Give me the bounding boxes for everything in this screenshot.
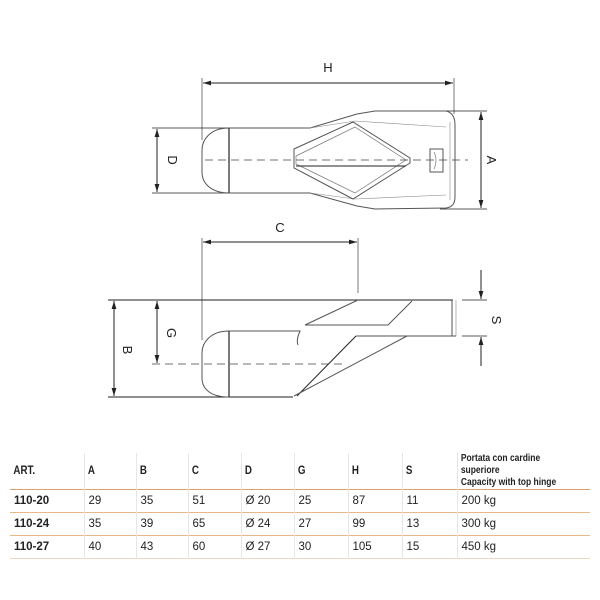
header-g: G	[293, 453, 340, 490]
label-a: A	[484, 156, 499, 165]
label-s: S	[489, 316, 504, 325]
top-view	[152, 78, 487, 210]
cell-h: 105	[347, 535, 402, 559]
dimension-labels: H D A C G B S	[120, 60, 504, 354]
cell-g: 30	[293, 535, 348, 559]
slot	[429, 148, 444, 173]
technical-drawing: H D A C G B S	[108, 60, 504, 398]
cell-c: 51	[187, 489, 241, 513]
side-view	[108, 238, 487, 398]
cell-s: 13	[401, 512, 457, 536]
cell-a: 29	[83, 489, 136, 513]
capacity-it: Portata con cardine superiore	[460, 453, 541, 476]
cell-d: Ø 24	[240, 512, 294, 536]
label-d: D	[165, 155, 180, 164]
header-d: D	[240, 453, 287, 490]
diamond-inner	[295, 126, 407, 194]
dimensions-table: ART. A B C D G H S Portata con cardine s…	[10, 453, 590, 559]
cell-art: 110-24	[14, 518, 50, 530]
cell-art: 110-27	[14, 541, 50, 553]
cell-c: 65	[187, 512, 241, 536]
header-art: ART.	[13, 465, 36, 477]
header-c: C	[187, 453, 234, 490]
cell-capacity: 450 kg	[456, 535, 590, 559]
cell-g: 25	[293, 489, 348, 513]
cell-b: 39	[135, 512, 188, 536]
cell-d: Ø 20	[240, 489, 294, 513]
label-b: B	[120, 346, 135, 355]
header-a: A	[83, 453, 129, 490]
cell-h: 99	[347, 512, 402, 536]
table-row: 110-24 35 39 65 Ø 24 27 99 13 300 kg	[10, 512, 590, 536]
cell-s: 11	[401, 489, 457, 513]
cell-s: 15	[401, 535, 457, 559]
table-header: ART. A B C D G H S Portata con cardine s…	[10, 453, 590, 490]
label-c: C	[275, 220, 284, 235]
header-b: B	[135, 453, 181, 490]
cell-d: Ø 27	[240, 535, 294, 559]
cell-capacity: 300 kg	[456, 512, 590, 536]
cell-c: 60	[187, 535, 241, 559]
cell-art: 110-20	[14, 495, 50, 507]
label-g: G	[164, 328, 179, 338]
cell-capacity: 200 kg	[456, 489, 590, 513]
cell-b: 43	[135, 535, 188, 559]
hinge-body-outline	[229, 110, 456, 210]
cell-a: 35	[83, 512, 136, 536]
pin-cap	[201, 127, 230, 194]
table-row: 110-20 29 35 51 Ø 20 25 87 11 200 kg	[10, 489, 590, 513]
diamond-outer	[293, 121, 411, 200]
label-h: H	[323, 60, 332, 75]
header-h: H	[347, 453, 394, 490]
header-s: S	[401, 453, 449, 490]
pin-cap-side	[201, 330, 230, 398]
cell-g: 27	[293, 512, 348, 536]
cell-a: 40	[83, 535, 136, 559]
table-row: 110-27 40 43 60 Ø 27 30 105 15 450 kg	[10, 535, 590, 559]
capacity-en: Capacity with top hinge	[460, 477, 557, 488]
cell-b: 35	[135, 489, 188, 513]
cell-h: 87	[347, 489, 402, 513]
